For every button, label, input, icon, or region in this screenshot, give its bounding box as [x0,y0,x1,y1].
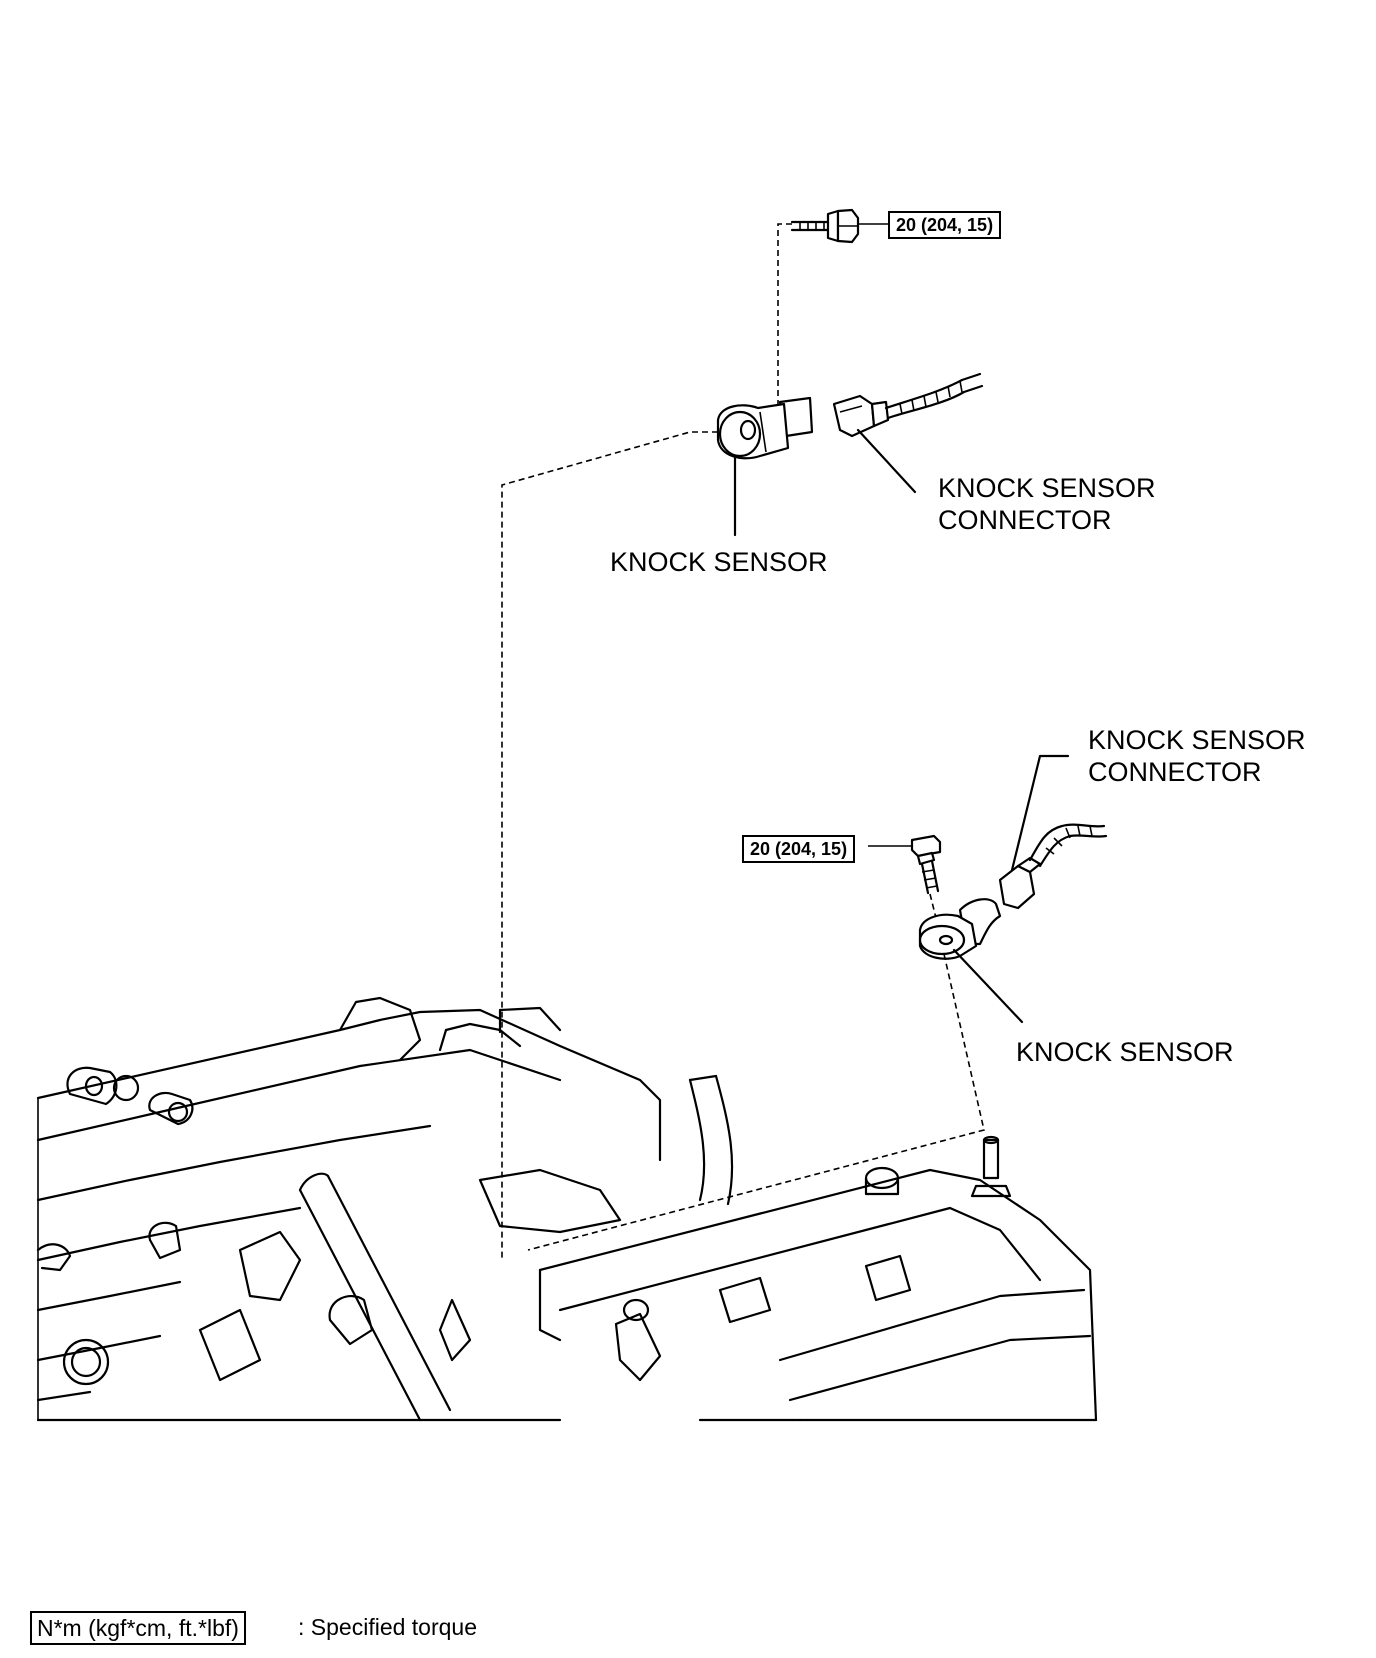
lower-sensor-leader [952,948,1024,1024]
upper-bolt-torque-box: 20 (204, 15) [888,211,1002,239]
upper-connector-leader [856,428,917,494]
torque-legend-description: : Specified torque [298,1614,478,1640]
lower-connector-label-line1: KNOCK SENSOR [1088,725,1306,755]
upper-knock-sensor-label: KNOCK SENSOR [610,547,828,577]
lower-connector-leader [1010,754,1070,872]
upper-bolt-guide-line [777,223,792,410]
lower-knock-sensor-icon [918,898,1002,960]
lower-knock-sensor-label: KNOCK SENSOR [1016,1037,1234,1067]
upper-connector-label-line2: CONNECTOR [938,505,1112,535]
upper-connector-label-line1: KNOCK SENSOR [938,473,1156,503]
lower-sensor-guide-line [527,953,985,1251]
upper-connector-icon [832,372,984,438]
lower-connector-label-line2: CONNECTOR [1088,757,1262,787]
lower-bolt-icon [910,834,942,895]
torque-unit-legend-box: N*m (kgf*cm, ft.*lbf) [30,1611,246,1645]
lower-bolt-guide-line [929,893,937,919]
lower-connector-icon [998,823,1108,910]
upper-sensor-guide-line [501,431,718,1258]
upper-knock-sensor-icon [716,396,814,460]
lower-bolt-torque-box: 20 (204, 15) [742,835,856,863]
engine-block-illustration [36,996,1098,1422]
upper-bolt-icon [790,208,860,244]
